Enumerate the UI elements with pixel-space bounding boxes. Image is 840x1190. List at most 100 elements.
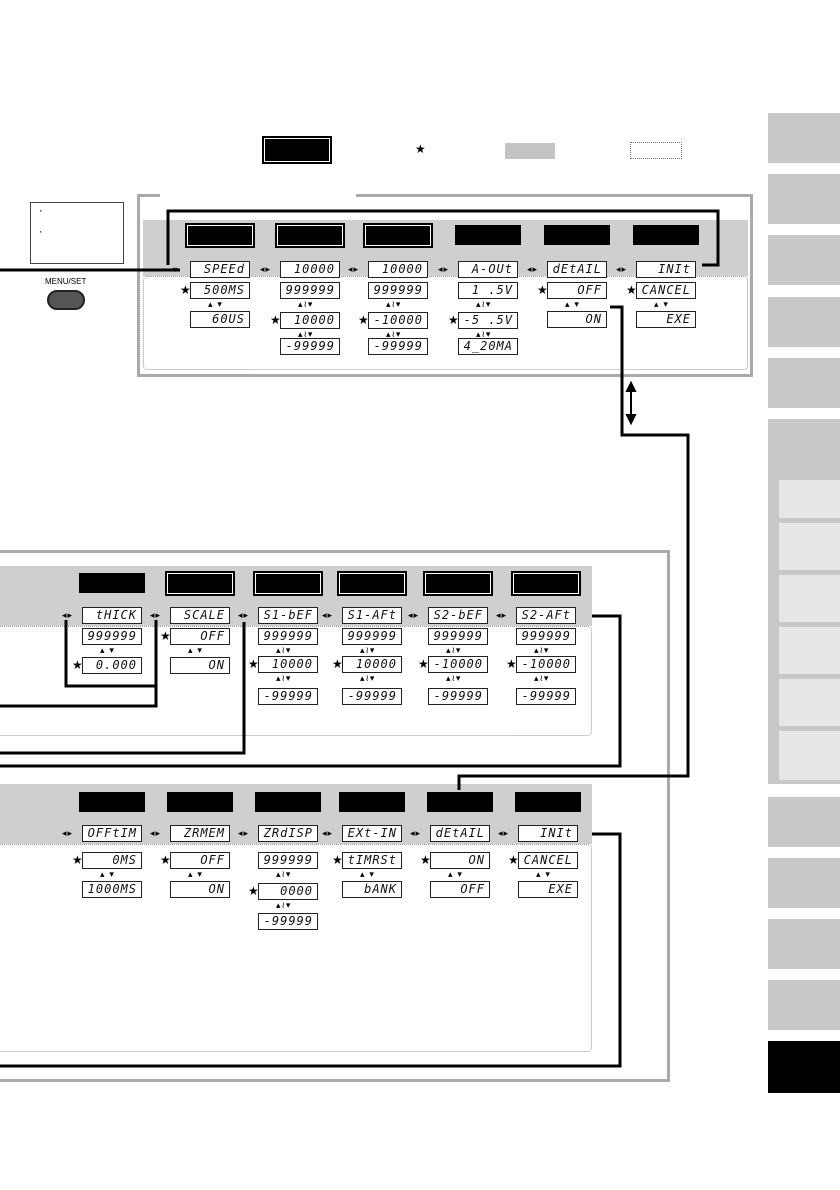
panel1-item-4-value-1[interactable]: 1 .5V <box>458 282 518 299</box>
panel1-item-4-default-star-icon: ★ <box>448 313 459 327</box>
section-tab-8[interactable] <box>768 858 840 908</box>
menu-set-button[interactable] <box>47 290 85 310</box>
panel3-item-3-value-2[interactable]: 0000 <box>258 883 318 900</box>
panel3-item-5-heading[interactable]: dEtAIL <box>430 825 490 842</box>
panel3-item-6-nav-icon: ◂▸ <box>498 829 510 839</box>
section-subtab-6[interactable] <box>779 731 840 780</box>
section-subtab-2[interactable] <box>779 523 840 570</box>
panel1-item-3-value-2[interactable]: -10000 <box>368 312 428 329</box>
panel2-item-5-value-2[interactable]: -10000 <box>428 656 488 673</box>
panel2-item-4-value-3[interactable]: -99999 <box>342 688 402 705</box>
section-tab-5[interactable] <box>768 358 840 408</box>
panel1-item-6-value-1[interactable]: CANCEL <box>636 282 696 299</box>
section-tab-4[interactable] <box>768 297 840 347</box>
panel1-item-6-heading[interactable]: INIt <box>636 261 696 278</box>
panel3-item-2-updown-icon: ▴ ▾ <box>188 870 203 880</box>
panel3-item-6-heading[interactable]: INIt <box>518 825 578 842</box>
panel3-display-2 <box>167 792 233 812</box>
panel3-item-4-value-1[interactable]: tIMRSt <box>342 852 402 869</box>
panel2-item-3-nav-icon: ◂▸ <box>238 611 250 621</box>
panel3-item-6-value-2[interactable]: EXE <box>518 881 578 898</box>
panel1-display-2 <box>275 223 345 248</box>
panel2-item-5-value-1[interactable]: 999999 <box>428 628 488 645</box>
panel2-item-1-heading[interactable]: tHICK <box>82 607 142 624</box>
panel1-item-3-value-3[interactable]: -99999 <box>368 338 428 355</box>
section-subtab-1[interactable] <box>779 480 840 518</box>
section-tab-3[interactable] <box>768 235 840 285</box>
panel1-item-1-heading[interactable]: SPEEd <box>190 261 250 278</box>
panel1-item-5-value-2[interactable]: ON <box>547 311 607 328</box>
panel2-item-6-updown-icon: ▴≀▾ <box>534 646 550 656</box>
section-subtab-5[interactable] <box>779 679 840 726</box>
panel3-item-4-value-2[interactable]: bANK <box>342 881 402 898</box>
panel3-item-3-updown-icon: ▴≀▾ <box>276 901 292 911</box>
section-tab-7[interactable] <box>768 797 840 847</box>
panel1-item-6-value-2[interactable]: EXE <box>636 311 696 328</box>
panel1-item-4-value-2[interactable]: -5 .5V <box>458 312 518 329</box>
section-subtab-4[interactable] <box>779 627 840 674</box>
panel2-item-6-value-1[interactable]: 999999 <box>516 628 576 645</box>
panel1-item-1-value-1[interactable]: 500MS <box>190 282 250 299</box>
panel2-item-1-value-2[interactable]: 0.000 <box>82 657 142 674</box>
panel2-item-3-value-3[interactable]: -99999 <box>258 688 318 705</box>
panel3-item-5-value-1[interactable]: ON <box>430 852 490 869</box>
panel1-item-2-value-2[interactable]: 10000 <box>280 312 340 329</box>
section-tab-10[interactable] <box>768 980 840 1030</box>
panel3-item-6-value-1[interactable]: CANCEL <box>518 852 578 869</box>
panel3-item-1-value-1[interactable]: 0MS <box>82 852 142 869</box>
panel3-item-4-updown-icon: ▴ ▾ <box>360 870 375 880</box>
panel2-item-2-value-1[interactable]: OFF <box>170 628 230 645</box>
panel1-item-5-value-1[interactable]: OFF <box>547 282 607 299</box>
panel3-item-2-value-2[interactable]: ON <box>170 881 230 898</box>
panel2-item-1-value-1[interactable]: 999999 <box>82 628 142 645</box>
panel2-display-4 <box>337 571 407 596</box>
panel3-item-2-heading[interactable]: ZRMEM <box>170 825 230 842</box>
panel1-item-6-nav-icon: ◂▸ <box>616 265 628 275</box>
panel3-item-3-value-1[interactable]: 999999 <box>258 852 318 869</box>
panel1-item-4-value-3[interactable]: 4_20MA <box>458 338 518 355</box>
panel1-item-4-updown-icon: ▴≀▾ <box>476 330 492 340</box>
panel2-item-4-nav-icon: ◂▸ <box>322 611 334 621</box>
panel3-item-2-value-1[interactable]: OFF <box>170 852 230 869</box>
panel2-item-2-heading[interactable]: SCALE <box>170 607 230 624</box>
panel2-item-6-value-2[interactable]: -10000 <box>516 656 576 673</box>
panel2-item-3-heading[interactable]: S1-bEF <box>258 607 318 624</box>
panel2-item-5-heading[interactable]: S2-bEF <box>428 607 488 624</box>
panel2-item-4-default-star-icon: ★ <box>332 657 343 671</box>
section-tab-1[interactable] <box>768 113 840 163</box>
panel2-item-3-updown-icon: ▴≀▾ <box>276 674 292 684</box>
panel3-item-3-heading[interactable]: ZRdISP <box>258 825 318 842</box>
panel1-item-3-heading[interactable]: 10000 <box>368 261 428 278</box>
panel1-item-6-updown-icon: ▴ ▾ <box>654 300 669 310</box>
panel3-item-4-heading[interactable]: EXt-IN <box>342 825 402 842</box>
panel2-item-2-value-2[interactable]: ON <box>170 657 230 674</box>
section-subtab-3[interactable] <box>779 575 840 622</box>
panel3-item-3-value-3[interactable]: -99999 <box>258 913 318 930</box>
panel2-item-4-value-1[interactable]: 999999 <box>342 628 402 645</box>
section-tab-2[interactable] <box>768 174 840 224</box>
panel1-item-2-value-1[interactable]: 999999 <box>280 282 340 299</box>
panel1-item-1-value-2[interactable]: 60US <box>190 311 250 328</box>
panel3-item-1-heading[interactable]: OFFtIM <box>82 825 142 842</box>
panel2-item-3-value-1[interactable]: 999999 <box>258 628 318 645</box>
panel1-item-3-updown-icon: ▴≀▾ <box>386 330 402 340</box>
section-tab-current[interactable] <box>768 1041 840 1093</box>
panel2-item-6-nav-icon: ◂▸ <box>496 611 508 621</box>
panel2-item-3-value-2[interactable]: 10000 <box>258 656 318 673</box>
panel1-item-4-updown-icon: ▴≀▾ <box>476 300 492 310</box>
panel1-item-4-heading[interactable]: A-OUt <box>458 261 518 278</box>
panel2-item-4-value-2[interactable]: 10000 <box>342 656 402 673</box>
panel2-item-6-value-3[interactable]: -99999 <box>516 688 576 705</box>
section-tab-9[interactable] <box>768 919 840 969</box>
panel2-item-4-heading[interactable]: S1-AFt <box>342 607 402 624</box>
panel1-item-2-heading[interactable]: 10000 <box>280 261 340 278</box>
panel3-item-1-value-2[interactable]: 1000MS <box>82 881 142 898</box>
panel1-item-3-value-1[interactable]: 999999 <box>368 282 428 299</box>
panel3-item-5-value-2[interactable]: OFF <box>430 881 490 898</box>
panel2-item-6-heading[interactable]: S2-AFt <box>516 607 576 624</box>
legend-dotted-swatch <box>630 142 682 159</box>
panel2-item-6-updown-icon: ▴≀▾ <box>534 674 550 684</box>
panel1-item-5-heading[interactable]: dEtAIL <box>547 261 607 278</box>
panel2-item-5-value-3[interactable]: -99999 <box>428 688 488 705</box>
panel1-item-2-value-3[interactable]: -99999 <box>280 338 340 355</box>
